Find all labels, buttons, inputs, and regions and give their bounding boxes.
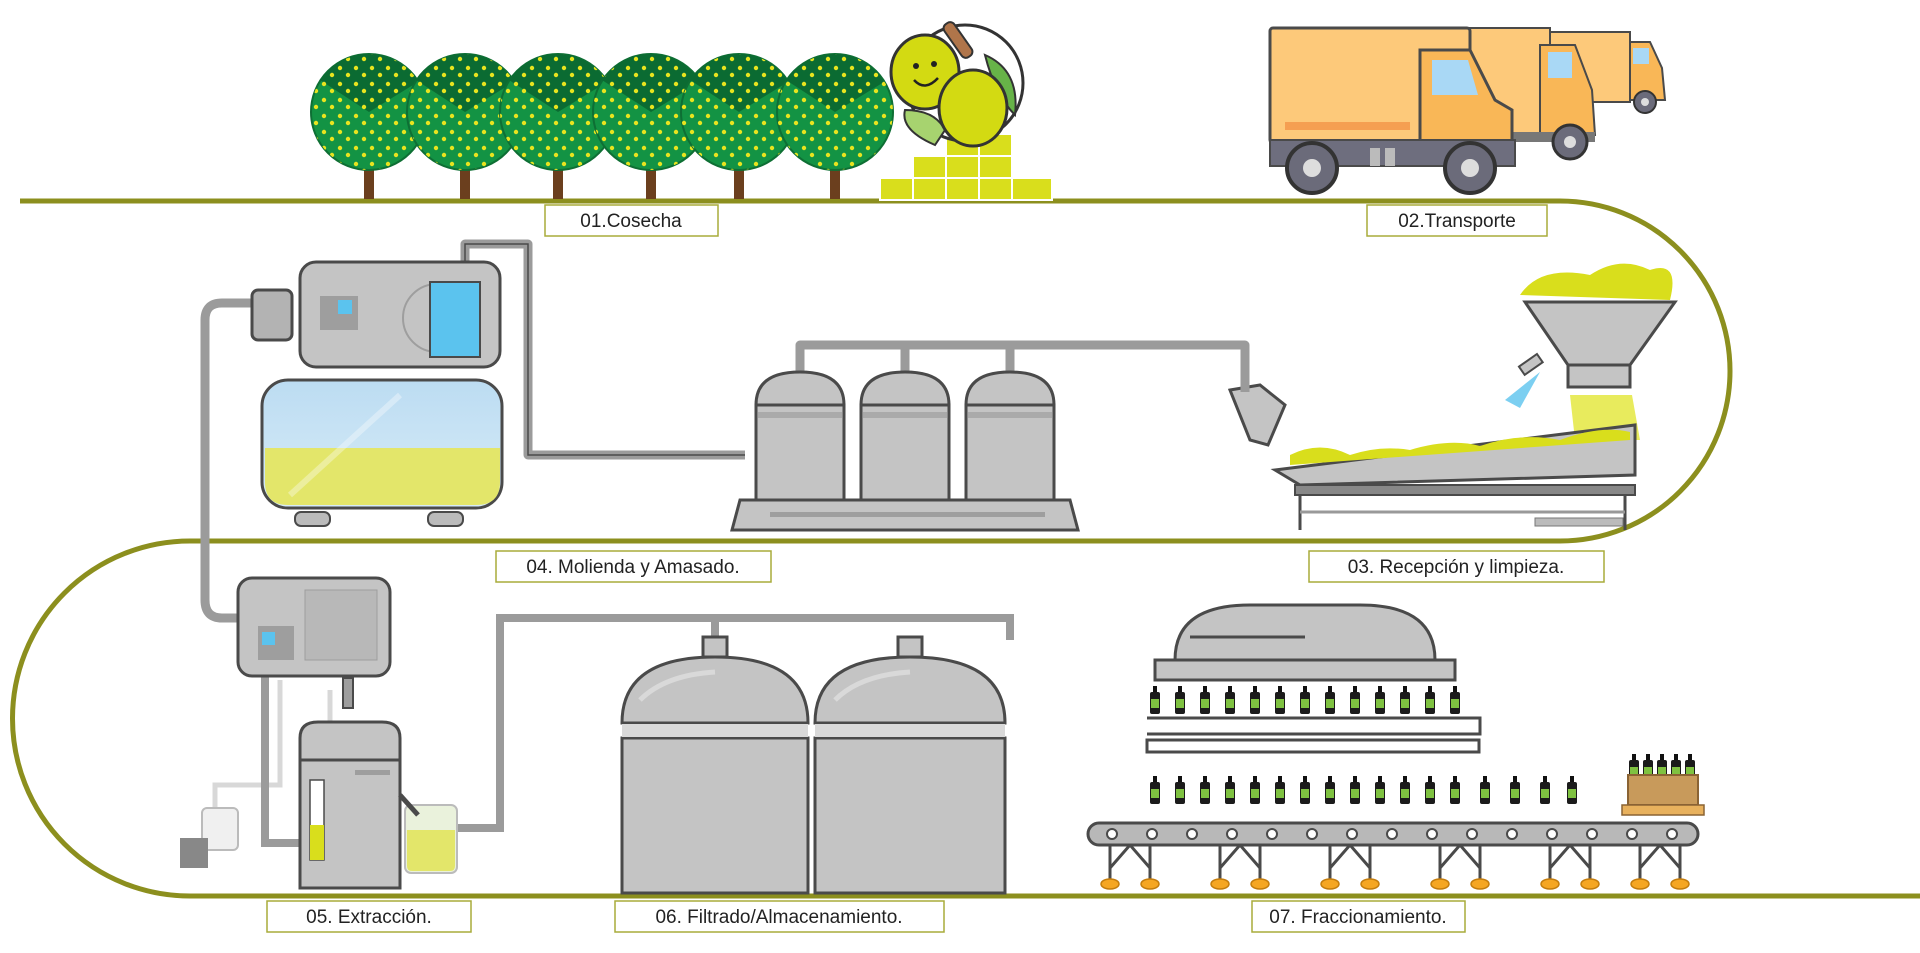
bottling-line-icon xyxy=(1086,603,1705,890)
tree-icon xyxy=(776,53,894,199)
step-label-text-06: 06. Filtrado/Almacenamiento. xyxy=(655,907,902,928)
tree-icon xyxy=(592,53,710,199)
olive-mascot-icon xyxy=(889,21,1025,148)
orchard-trees xyxy=(310,53,894,199)
tree-icon xyxy=(680,53,798,199)
step-label-01: 01.Cosecha xyxy=(544,204,719,237)
tree-icon xyxy=(406,53,524,199)
step-label-03: 03. Recepción y limpieza. xyxy=(1308,550,1605,583)
packed-box-icon xyxy=(1621,754,1705,816)
step-label-04: 04. Molienda y Amasado. xyxy=(495,550,772,583)
step-label-07: 07. Fraccionamiento. xyxy=(1251,900,1466,933)
trucks xyxy=(1268,26,1667,195)
step-label-text-04: 04. Molienda y Amasado. xyxy=(526,557,739,578)
tree-icon xyxy=(499,53,617,199)
step-label-02: 02.Transporte xyxy=(1366,204,1548,237)
step-label-text-01: 01.Cosecha xyxy=(580,211,682,232)
process-track xyxy=(10,198,1920,899)
mill-icon xyxy=(200,239,1250,623)
step-label-text-02: 02.Transporte xyxy=(1398,211,1516,232)
step-label-06: 06. Filtrado/Almacenamiento. xyxy=(614,900,945,933)
step-label-text-03: 03. Recepción y limpieza. xyxy=(1348,557,1565,578)
tree-icon xyxy=(310,53,428,199)
step-label-text-07: 07. Fraccionamiento. xyxy=(1269,907,1446,928)
step-label-text-05: 05. Extracción. xyxy=(306,907,432,928)
storage-tank-icon xyxy=(620,635,1007,895)
centrifuge-icon xyxy=(180,576,1014,890)
truck-icon xyxy=(1268,26,1516,195)
conveyor-washer-icon xyxy=(1227,263,1678,530)
step-label-05: 05. Extracción. xyxy=(266,900,472,933)
